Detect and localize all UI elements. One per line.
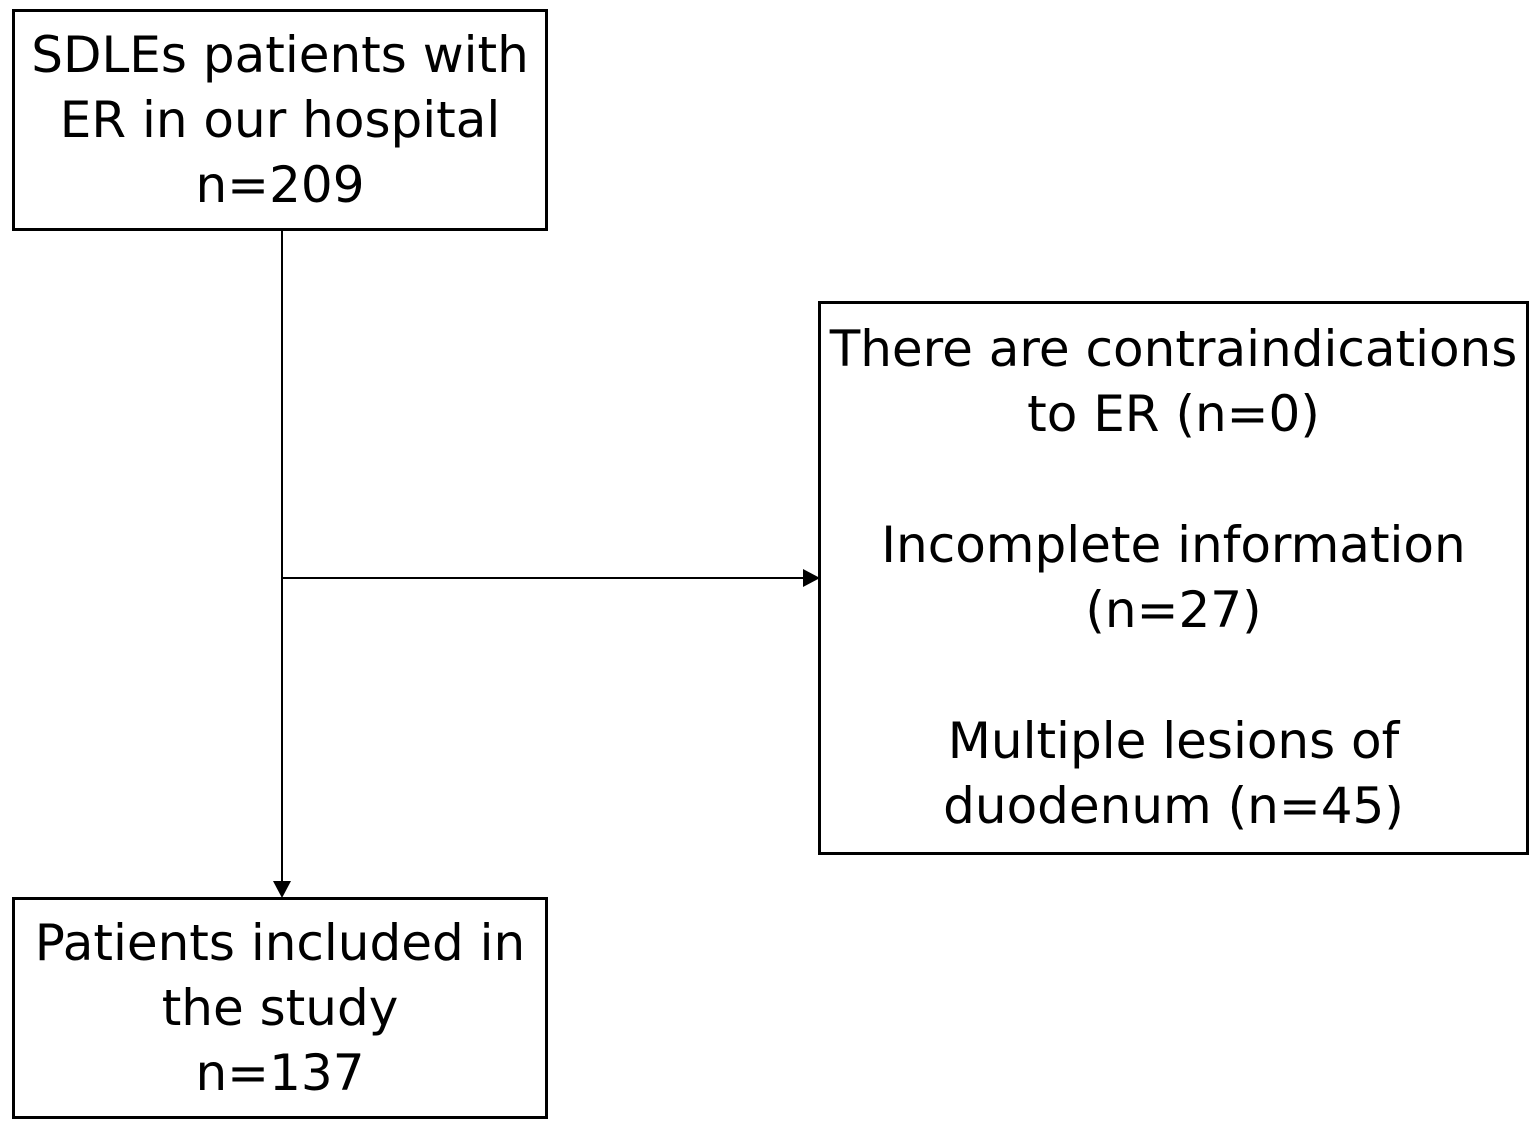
box-text-line: Patients included in — [34, 913, 526, 972]
right-arrowhead — [803, 569, 820, 587]
down-arrowhead — [273, 881, 291, 898]
box-text-line: ER in our hospital — [59, 90, 501, 149]
box-text-line: SDLEs patients with — [31, 25, 529, 84]
exclusion-text-line: Incomplete information — [881, 516, 1466, 574]
enrolled-count: n=209 — [195, 155, 365, 214]
exclusion-item-multiple-lesions: Multiple lesions of duodenum (n=45) — [943, 709, 1404, 839]
exclusion-text-line: to ER (n=0) — [1027, 385, 1320, 443]
included-count: n=137 — [195, 1043, 365, 1102]
exclusion-text-line: Multiple lesions of — [947, 712, 1400, 770]
exclusion-criteria-box: There are contraindications to ER (n=0) … — [818, 301, 1529, 855]
exclusion-text-line: (n=27) — [1085, 581, 1262, 639]
box-text-line: the study — [161, 978, 399, 1037]
exclusion-item-contraindications: There are contraindications to ER (n=0) — [830, 317, 1518, 447]
exclusion-text-line: duodenum (n=45) — [943, 777, 1404, 835]
included-patients-box: Patients included in the study n=137 — [12, 897, 548, 1119]
exclusion-item-incomplete-information: Incomplete information (n=27) — [881, 513, 1465, 643]
exclusion-text-line: There are contraindications — [829, 320, 1518, 378]
enrolled-patients-box: SDLEs patients with ER in our hospital n… — [12, 9, 548, 231]
